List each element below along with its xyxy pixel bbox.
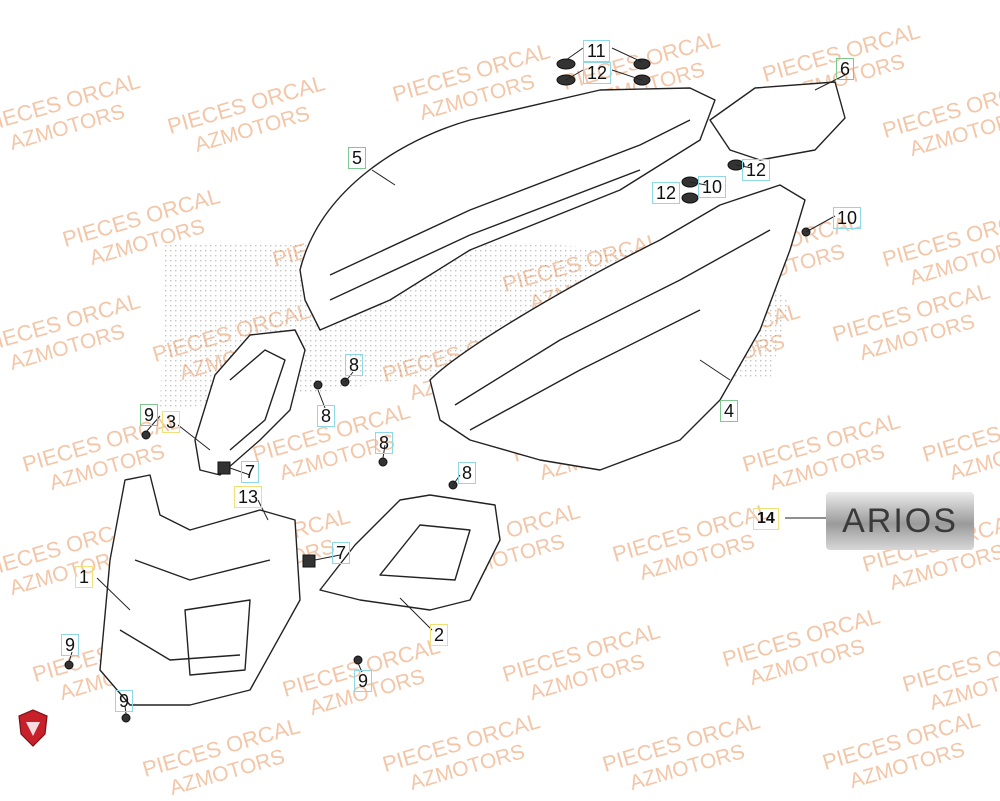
emblem-text: ARIOS — [842, 501, 958, 540]
callout-5: 5 — [348, 147, 367, 169]
callout-10-b: 10 — [833, 207, 862, 229]
part-9-screw-b — [64, 660, 74, 670]
part-9-screw-a — [141, 430, 151, 440]
callout-1: 1 — [75, 566, 94, 588]
callout-10-a: 10 — [698, 176, 727, 198]
part-3-center-panel — [194, 329, 306, 476]
part-7-clip-a — [217, 461, 231, 475]
callout-4: 4 — [720, 400, 739, 422]
part-2-lower-panel — [319, 494, 501, 611]
callout-8-b: 8 — [317, 405, 336, 427]
part-3-inner — [229, 349, 286, 451]
part-4-side-cover-right — [429, 184, 806, 471]
callout-13: 13 — [234, 486, 263, 508]
part-8-screw-b — [313, 380, 323, 390]
part-2-inner — [379, 524, 471, 581]
part-8-screw-c — [378, 457, 388, 467]
part-5-inner — [329, 119, 691, 301]
callout-11: 11 — [583, 40, 610, 62]
callout-2: 2 — [430, 624, 449, 646]
part-11-grommet-b — [633, 58, 651, 70]
part-7-clip-b — [302, 554, 316, 568]
part-9-screw-d — [353, 655, 363, 665]
part-5-side-cover-left — [299, 87, 716, 331]
callout-8-c: 8 — [375, 432, 394, 454]
callout-6: 6 — [836, 58, 855, 80]
exploded-view-drawing — [64, 47, 846, 723]
part-12-nut-d — [681, 192, 699, 204]
part-4-inner — [454, 229, 771, 431]
part-1-inner — [119, 559, 271, 676]
callout-3: 3 — [162, 411, 181, 433]
callout-7-b: 7 — [332, 542, 351, 564]
callout-12-a: 12 — [583, 62, 612, 84]
part-9-screw-c — [121, 713, 131, 723]
callout-8-d: 8 — [458, 462, 477, 484]
part-6-tail-cover — [709, 81, 846, 161]
part-11-grommet — [556, 58, 576, 70]
azmotors-shield-icon — [18, 709, 48, 747]
callout-7-a: 7 — [241, 461, 260, 483]
callout-9-a: 9 — [140, 404, 159, 426]
callout-9-d: 9 — [354, 670, 373, 692]
callout-9-b: 9 — [61, 634, 80, 656]
callout-14: 14 — [753, 508, 779, 530]
part-1-front-shield — [99, 474, 301, 706]
callout-12-b: 12 — [742, 159, 771, 181]
callout-9-c: 9 — [115, 690, 134, 712]
callout-12-c: 12 — [652, 182, 681, 204]
part-14-emblem: ARIOS — [826, 492, 974, 550]
callout-8-a: 8 — [345, 354, 364, 376]
